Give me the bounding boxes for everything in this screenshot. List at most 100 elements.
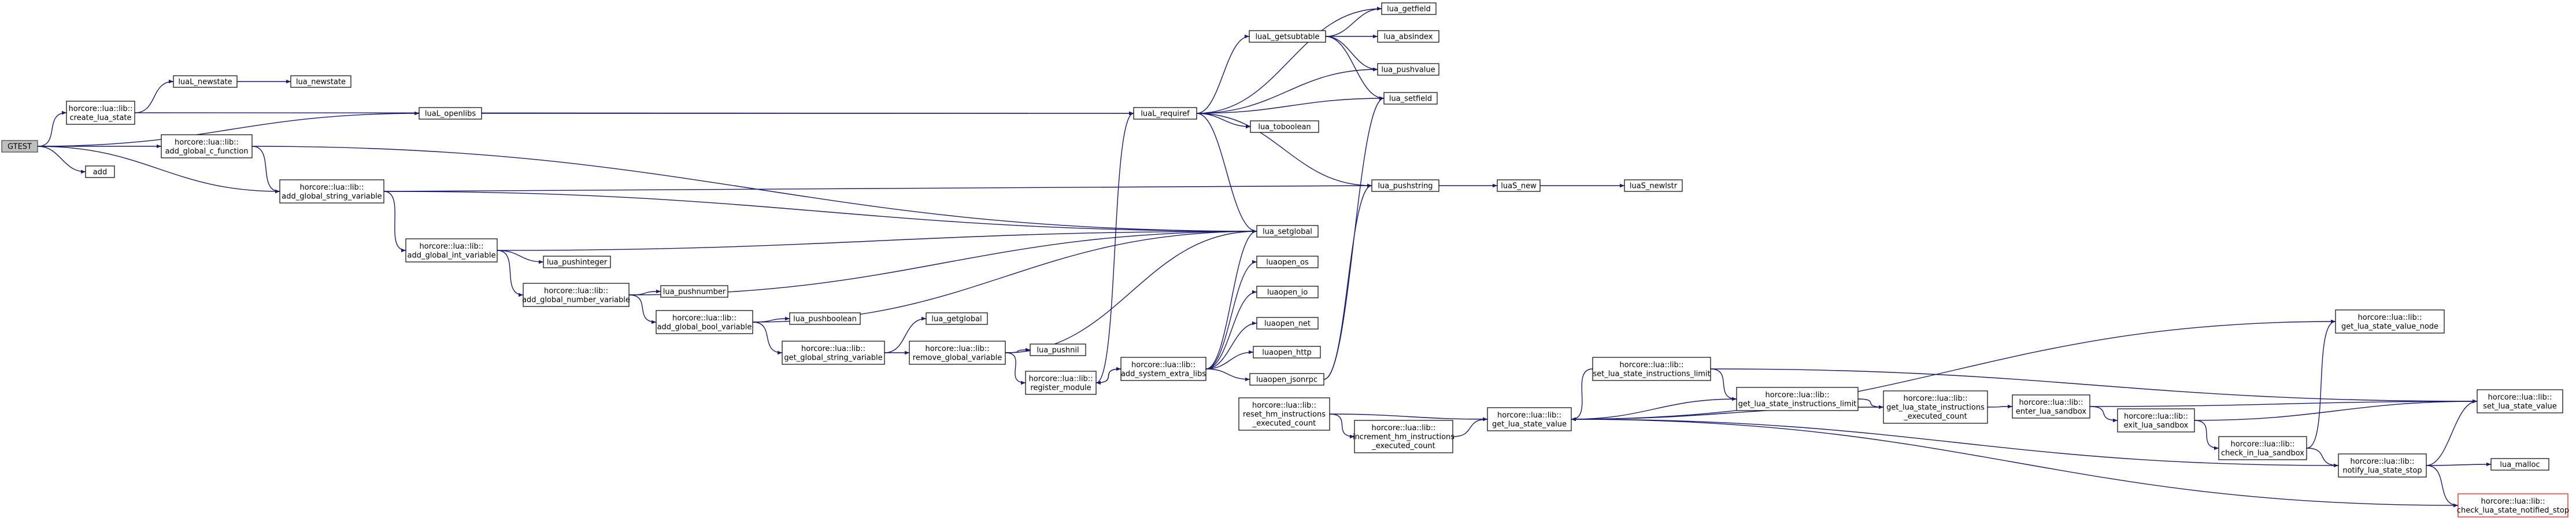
- node-luaL-openlibs[interactable]: luaL_openlibs: [419, 107, 482, 120]
- node-luaopen-http[interactable]: luaopen_http: [1253, 346, 1321, 359]
- node-enter-lua-sandbox[interactable]: horcore::lua::lib::enter_lua_sandbox: [2012, 394, 2090, 419]
- node-lua-pushnumber[interactable]: lua_pushnumber: [660, 285, 728, 298]
- node-label: lua_pushboolean: [793, 315, 857, 324]
- node-set-lua-state-instructions-limit[interactable]: horcore::lua::lib::set_lua_state_instruc…: [1592, 357, 1711, 381]
- node-luaS-newlstr[interactable]: luaS_newlstr: [1624, 179, 1683, 192]
- node-lua-pushstring[interactable]: lua_pushstring: [1371, 179, 1439, 192]
- node-lua-newstate[interactable]: lua_newstate: [290, 75, 351, 88]
- node-luaS-new[interactable]: luaS_new: [1497, 179, 1541, 192]
- node-add-global-bool-variable[interactable]: horcore::lua::lib::add_global_bool_varia…: [656, 310, 753, 334]
- node-lua-absindex[interactable]: lua_absindex: [1377, 30, 1439, 43]
- node-box: [2117, 408, 2195, 433]
- edge-exit_lua_sandbox-to-check_in_lua_sandbox: [2194, 420, 2219, 450]
- node-get-lua-state-value[interactable]: horcore::lua::lib::get_lua_state_value: [1487, 407, 1572, 431]
- node-box: [1624, 179, 1683, 192]
- node-create-lua-state[interactable]: horcore::lua::lib::create_lua_state: [66, 101, 135, 125]
- node-add-global-c-function[interactable]: horcore::lua::lib::add_global_c_function: [161, 134, 253, 158]
- node-add-global-string-variable[interactable]: horcore::lua::lib::add_global_string_var…: [279, 179, 384, 204]
- node-remove-global-variable[interactable]: horcore::lua::lib::remove_global_variabl…: [909, 341, 1006, 365]
- node-label: set_lua_state_instructions_limit: [1593, 369, 1710, 378]
- edge-add_global_number_variable-to-lua_setglobal: [628, 229, 1257, 295]
- node-increment-hm-instructions[interactable]: horcore::lua::lib::increment_hm_instruct…: [1353, 420, 1454, 453]
- node-label: horcore::lua::lib::: [2231, 440, 2295, 449]
- node-label: add_global_string_variable: [282, 192, 382, 201]
- node-box: [1736, 387, 1859, 411]
- edge-luaL_requiref-to-lua_toboolean: [1196, 113, 1251, 129]
- node-add-global-number-variable[interactable]: horcore::lua::lib::add_global_number_var…: [522, 283, 630, 307]
- node-add-global-int-variable[interactable]: horcore::lua::lib::add_global_int_variab…: [405, 238, 498, 263]
- node-label: horcore::lua::lib::: [926, 345, 990, 353]
- edge-luaL_requiref-to-lua_getfield: [1196, 6, 1382, 114]
- node-box: [543, 256, 611, 268]
- node-lua-pushnil[interactable]: lua_pushnil: [1030, 343, 1086, 356]
- node-gtest[interactable]: GTEST: [1, 140, 38, 153]
- node-label: lua_toboolean: [1258, 123, 1311, 132]
- node-luaopen-os[interactable]: luaopen_os: [1256, 256, 1319, 268]
- node-luaL-getsubtable[interactable]: luaL_getsubtable: [1249, 30, 1326, 43]
- node-box: [909, 341, 1006, 365]
- node-label: get_lua_state_value_node: [2341, 322, 2438, 331]
- node-lua-malloc[interactable]: lua_malloc: [2490, 458, 2549, 471]
- edge-set_lua_state_instructions_limit-to-set_lua_state_value: [1710, 368, 2478, 404]
- node-box: [2457, 493, 2568, 518]
- node-box: [656, 310, 753, 334]
- node-reset-hm-instructions[interactable]: horcore::lua::lib::reset_hm_instructions…: [1238, 397, 1330, 431]
- node-box: [279, 179, 384, 204]
- node-label: lua_setfield: [1389, 95, 1432, 104]
- node-get-lua-state-value-node[interactable]: horcore::lua::lib::get_lua_state_value_n…: [2335, 309, 2445, 334]
- node-lua-setglobal[interactable]: lua_setglobal: [1256, 225, 1319, 238]
- node-box: [2490, 458, 2549, 471]
- node-exit-lua-sandbox[interactable]: horcore::lua::lib::exit_lua_sandbox: [2117, 408, 2195, 433]
- node-luaL-newstate[interactable]: luaL_newstate: [173, 75, 238, 88]
- node-luaopen-io[interactable]: luaopen_io: [1256, 286, 1319, 298]
- node-check-lua-state-notified-stop[interactable]: horcore::lua::lib::check_lua_state_notif…: [2457, 493, 2569, 518]
- edge-enter_lua_sandbox-to-set_lua_state_value: [2089, 399, 2478, 407]
- node-lua-pushvalue[interactable]: lua_pushvalue: [1377, 63, 1439, 76]
- node-box: [1592, 357, 1711, 381]
- node-box: [290, 75, 351, 88]
- edge-check_lua_state_notified_stop-to-get_lua_state_value: [1571, 417, 2459, 506]
- edge-add_global_bool_variable-to-lua_setglobal: [752, 229, 1257, 323]
- edge-gtest-to-add: [37, 146, 86, 174]
- node-box: [1383, 92, 1438, 105]
- edge-gtest-to-luaL_openlibs: [37, 111, 420, 147]
- node-box: [1377, 30, 1439, 43]
- node-lua-setfield[interactable]: lua_setfield: [1383, 92, 1438, 105]
- node-notify-lua-state-stop[interactable]: horcore::lua::lib::notify_lua_state_stop: [2338, 453, 2427, 478]
- node-add[interactable]: add: [85, 165, 115, 178]
- node-box: [1120, 357, 1206, 381]
- node-set-lua-state-value[interactable]: horcore::lua::lib::set_lua_state_value: [2477, 389, 2563, 413]
- node-check-in-lua-sandbox[interactable]: horcore::lua::lib::check_in_lua_sandbox: [2218, 436, 2307, 460]
- node-register-module[interactable]: horcore::lua::lib::register_module: [1025, 371, 1097, 395]
- node-label: get_lua_state_value: [1492, 420, 1567, 428]
- node-luaL-requiref[interactable]: luaL_requiref: [1133, 107, 1197, 120]
- node-label: lua_pushvalue: [1381, 66, 1435, 75]
- node-box: [1238, 397, 1330, 431]
- node-box: [1381, 2, 1437, 15]
- node-lua-pushboolean[interactable]: lua_pushboolean: [789, 312, 861, 325]
- node-lua-getglobal[interactable]: lua_getglobal: [926, 312, 988, 325]
- node-label: horcore::lua::lib::: [1904, 394, 1968, 403]
- node-luaopen-net[interactable]: luaopen_net: [1256, 317, 1319, 330]
- node-get-global-string-variable[interactable]: horcore::lua::lib::get_global_string_var…: [782, 341, 885, 365]
- node-label: remove_global_variable: [913, 353, 1002, 362]
- node-get-lua-state-instructions-executed[interactable]: horcore::lua::lib::get_lua_state_instruc…: [1883, 390, 1988, 424]
- node-lua-getfield[interactable]: lua_getfield: [1381, 2, 1437, 15]
- edge-get_global_string_variable-to-lua_getglobal: [884, 316, 927, 353]
- node-box: [2477, 389, 2563, 413]
- node-lua-toboolean[interactable]: lua_toboolean: [1250, 120, 1319, 133]
- node-add-system-extra-libs[interactable]: horcore::lua::lib::add_system_extra_libs: [1120, 357, 1206, 381]
- node-box: [1497, 179, 1541, 192]
- node-lua-pushinteger[interactable]: lua_pushinteger: [543, 256, 611, 268]
- node-box: [926, 312, 988, 325]
- edge-increment_hm_instructions-to-get_lua_state_value: [1452, 417, 1488, 437]
- edge-gtest-to-create_lua_state: [37, 110, 67, 147]
- edge-set_lua_state_instructions_limit-to-get_lua_state_value: [1571, 368, 1593, 422]
- node-label: horcore::lua::lib::: [2019, 398, 2083, 407]
- node-box: [1253, 346, 1321, 359]
- node-luaopen-jsonrpc[interactable]: luaopen_jsonrpc: [1249, 373, 1324, 386]
- node-get-lua-state-instructions-limit[interactable]: horcore::lua::lib::get_lua_state_instruc…: [1736, 387, 1859, 411]
- edge-add_global_int_variable-to-lua_setglobal: [497, 229, 1257, 251]
- edge-create_lua_state-to-luaL_newstate: [134, 79, 174, 113]
